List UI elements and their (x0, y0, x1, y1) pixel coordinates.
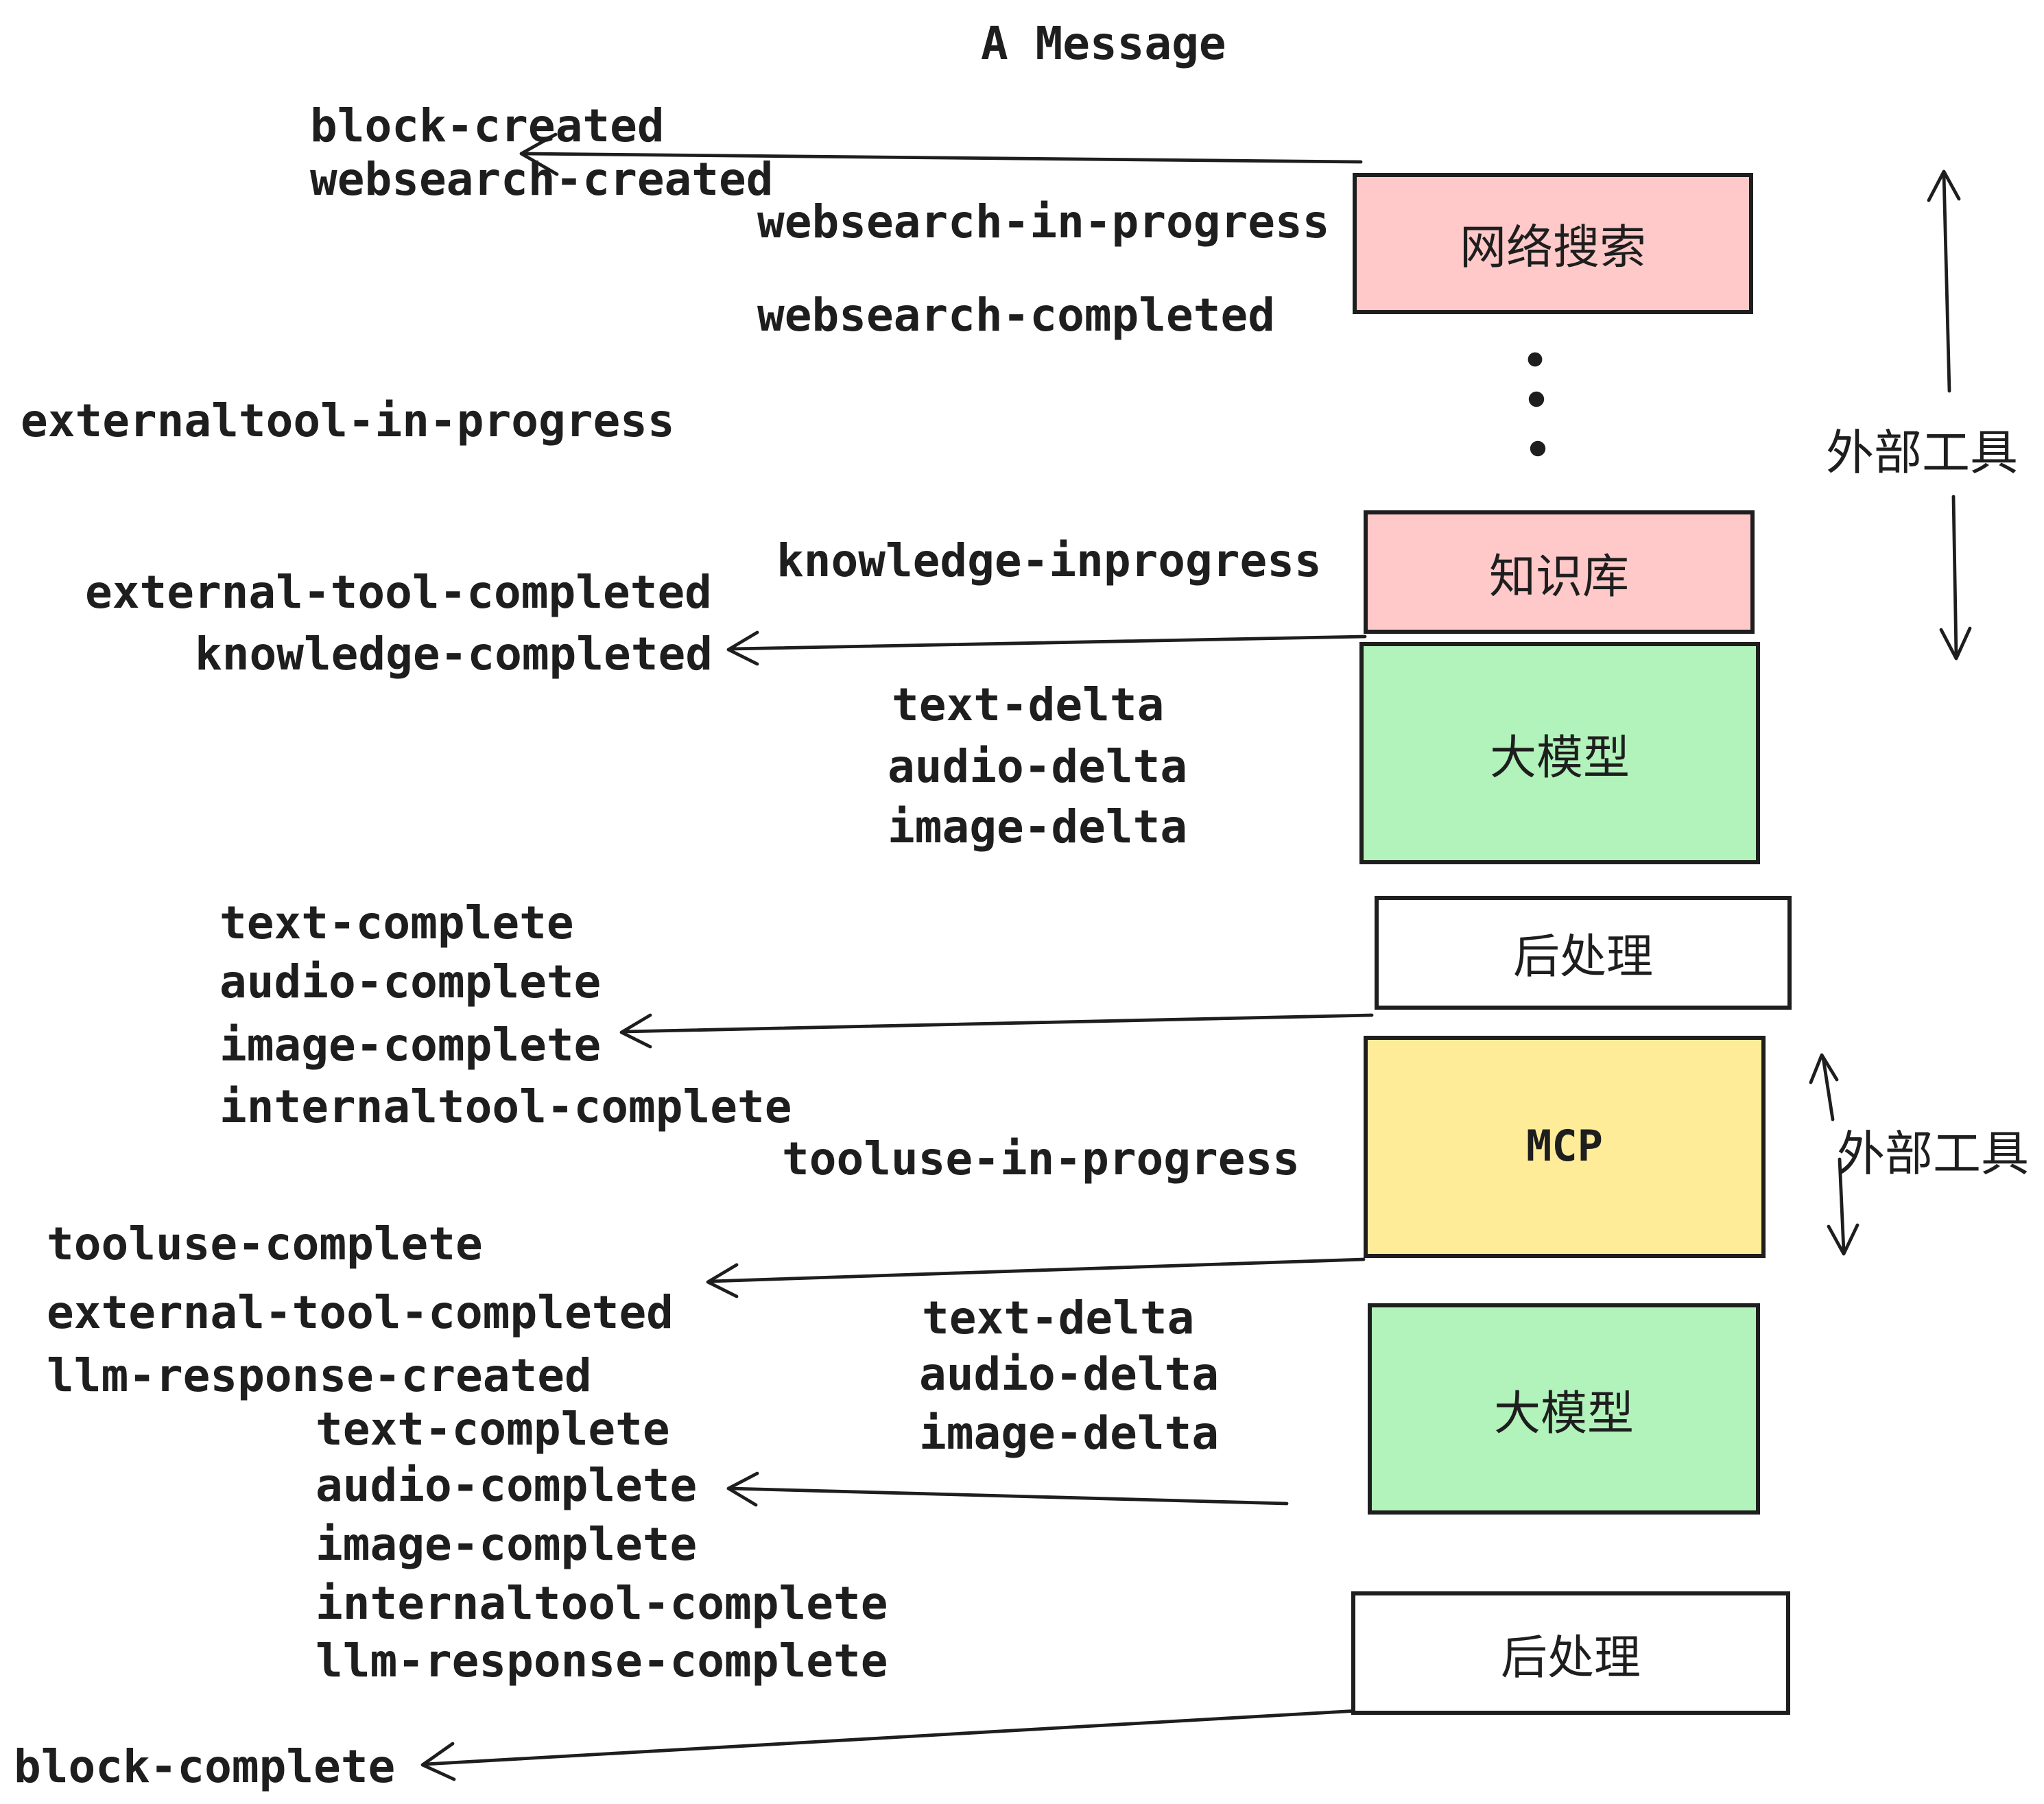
box-post-processing-1: 后处理 (1375, 896, 1792, 1010)
arrow-to-audio-complete (726, 1471, 1289, 1507)
event-tooluse-complete: tooluse-complete (47, 1217, 483, 1270)
box-knowledge: 知识库 (1364, 510, 1755, 634)
event-image-complete-1: image-complete (219, 1018, 602, 1071)
event-text-complete-1: text-complete (219, 896, 574, 949)
event-internaltool-complete-2: internaltool-complete (316, 1576, 888, 1630)
external-tools-label-1: 外部工具 (1826, 427, 2019, 482)
event-llm-response-created: llm-response-created (47, 1349, 592, 1402)
external-tools-label-2: 外部工具 (1837, 1128, 2030, 1183)
event-websearch-created: websearch-created (310, 152, 774, 206)
event-internaltool-complete-1: internaltool-complete (219, 1080, 792, 1133)
box-websearch: 网络搜索 (1353, 173, 1753, 314)
event-externaltool-in-progress: externaltool-in-progress (21, 394, 675, 447)
box-post-processing-2-label: 后处理 (1501, 1630, 1641, 1685)
event-text-complete-2: text-complete (316, 1402, 670, 1456)
event-llm-response-complete: llm-response-complete (316, 1634, 888, 1687)
event-block-complete: block-complete (14, 1740, 396, 1793)
event-knowledge-completed: knowledge-completed (195, 627, 713, 680)
ellipsis-dots (1528, 352, 1546, 457)
event-websearch-in-progress: websearch-in-progress (757, 195, 1330, 248)
arrow-to-knowledge-completed (726, 630, 1367, 666)
event-text-delta-1: text-delta (892, 678, 1165, 731)
event-external-tool-completed-1: external-tool-completed (85, 565, 712, 619)
event-image-delta-2: image-delta (919, 1406, 1220, 1460)
event-image-delta-1: image-delta (888, 800, 1188, 853)
external-tools-up-arrow-2 (1809, 1053, 1839, 1121)
event-text-delta-2: text-delta (922, 1291, 1195, 1344)
arrow-to-block-complete (420, 1709, 1360, 1781)
event-tooluse-in-progress: tooluse-in-progress (782, 1132, 1300, 1185)
event-audio-complete-2: audio-complete (316, 1458, 698, 1512)
box-post-processing-1-label: 后处理 (1513, 930, 1653, 985)
diagram-title: A Message (981, 16, 1226, 70)
event-audio-delta-1: audio-delta (888, 739, 1188, 793)
event-block-created: block-created (310, 99, 665, 152)
event-audio-complete-1: audio-complete (219, 955, 602, 1008)
arrow-to-image-complete (619, 1013, 1374, 1049)
box-llm-1: 大模型 (1359, 642, 1760, 864)
box-llm-2-label: 大模型 (1494, 1386, 1634, 1441)
box-post-processing-2: 后处理 (1351, 1591, 1790, 1715)
box-mcp-label: MCP (1526, 1122, 1603, 1172)
box-llm-1-label: 大模型 (1490, 731, 1630, 785)
external-tools-up-arrow-1 (1927, 169, 1961, 393)
external-tools-down-arrow-1 (1939, 495, 1972, 661)
event-audio-delta-2: audio-delta (919, 1347, 1220, 1401)
event-image-complete-2: image-complete (316, 1517, 698, 1571)
box-knowledge-label: 知识库 (1489, 549, 1629, 604)
box-mcp: MCP (1364, 1036, 1766, 1258)
event-websearch-completed: websearch-completed (757, 288, 1275, 342)
event-knowledge-inprogress: knowledge-inprogress (776, 534, 1322, 587)
box-websearch-label: 网络搜索 (1460, 221, 1646, 276)
box-llm-2: 大模型 (1368, 1303, 1760, 1515)
event-external-tool-completed-2: external-tool-completed (47, 1285, 674, 1339)
